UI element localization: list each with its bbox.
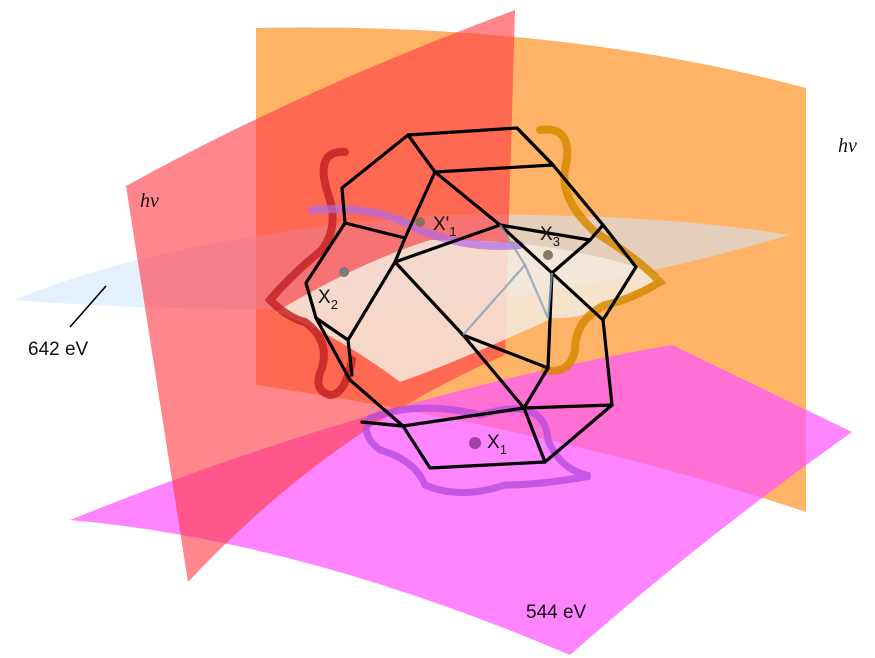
red-contour: [264, 147, 356, 400]
pointer-642ev: [69, 285, 107, 328]
label-x1: X1: [487, 432, 507, 457]
label-x1-prime: X'1: [433, 214, 457, 239]
orange-contour: [536, 125, 667, 375]
truncated-octahedron-edges: [304, 126, 638, 470]
point-x3-dot: [543, 250, 553, 260]
label-544ev: 544 eV: [526, 602, 587, 623]
label-hv-right: hv: [838, 135, 857, 157]
cream-cut-surface: [276, 239, 662, 382]
label-642ev: 642 eV: [28, 339, 89, 360]
label-x3: X3: [540, 224, 560, 249]
point-x1p-dot: [415, 217, 425, 227]
magenta-544ev-plane: [70, 345, 852, 655]
hidden-edges: [462, 224, 554, 336]
point-x1-dot: [469, 437, 481, 449]
label-hv-left: hv: [140, 190, 159, 212]
label-x2: X2: [318, 287, 338, 312]
point-x2-dot: [339, 267, 349, 277]
purple-contour: [308, 205, 524, 250]
